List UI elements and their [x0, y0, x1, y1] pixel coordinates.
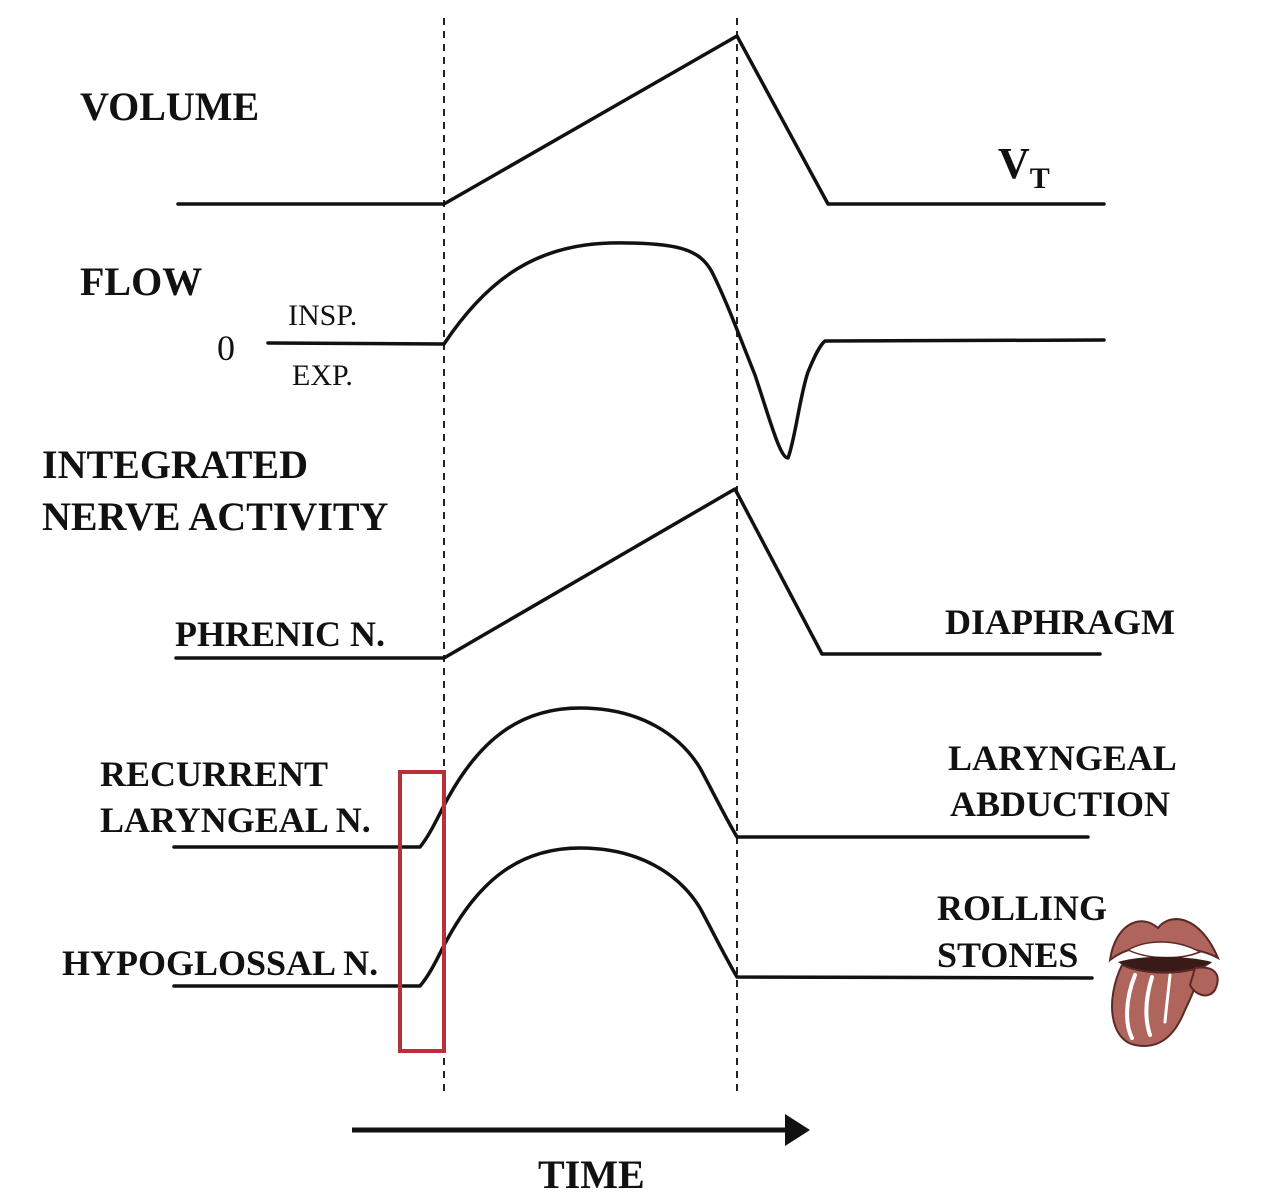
vt-main: V: [998, 139, 1030, 188]
flow-label: FLOW: [80, 259, 202, 304]
time-arrow-icon: [352, 1114, 810, 1146]
onset-highlight-box: [398, 770, 446, 1053]
volume-trace: [176, 34, 1106, 206]
vt-label: VT: [998, 139, 1050, 195]
laryngeal-abduction-line1: LARYNGEAL: [948, 738, 1177, 778]
exp-label: EXP.: [292, 359, 353, 392]
integrated-heading-line2: NERVE ACTIVITY: [42, 494, 389, 539]
volume-label: VOLUME: [80, 84, 259, 129]
flow-trace: [266, 241, 1106, 460]
rolling-stones-line1: ROLLING: [937, 888, 1107, 928]
laryngeal-abduction-line2: ABDUCTION: [950, 784, 1170, 824]
integrated-heading-line1: INTEGRATED: [42, 442, 308, 487]
phrenic-label: PHRENIC N.: [175, 614, 385, 654]
recurrent-label-line2: LARYNGEAL N.: [100, 800, 371, 840]
diaphragm-label: DIAPHRAGM: [945, 602, 1175, 642]
rolling-stones-line2: STONES: [937, 935, 1078, 975]
vt-subscript: T: [1030, 162, 1050, 195]
phrenic-trace: [174, 487, 1102, 660]
tongue-logo-icon: [1108, 918, 1221, 1047]
insp-label: INSP.: [288, 299, 357, 332]
time-label: TIME: [538, 1152, 645, 1197]
flow-zero-label: 0: [217, 328, 235, 368]
hypoglossal-label: HYPOGLOSSAL N.: [62, 943, 378, 983]
recurrent-label-line1: RECURRENT: [100, 754, 328, 794]
